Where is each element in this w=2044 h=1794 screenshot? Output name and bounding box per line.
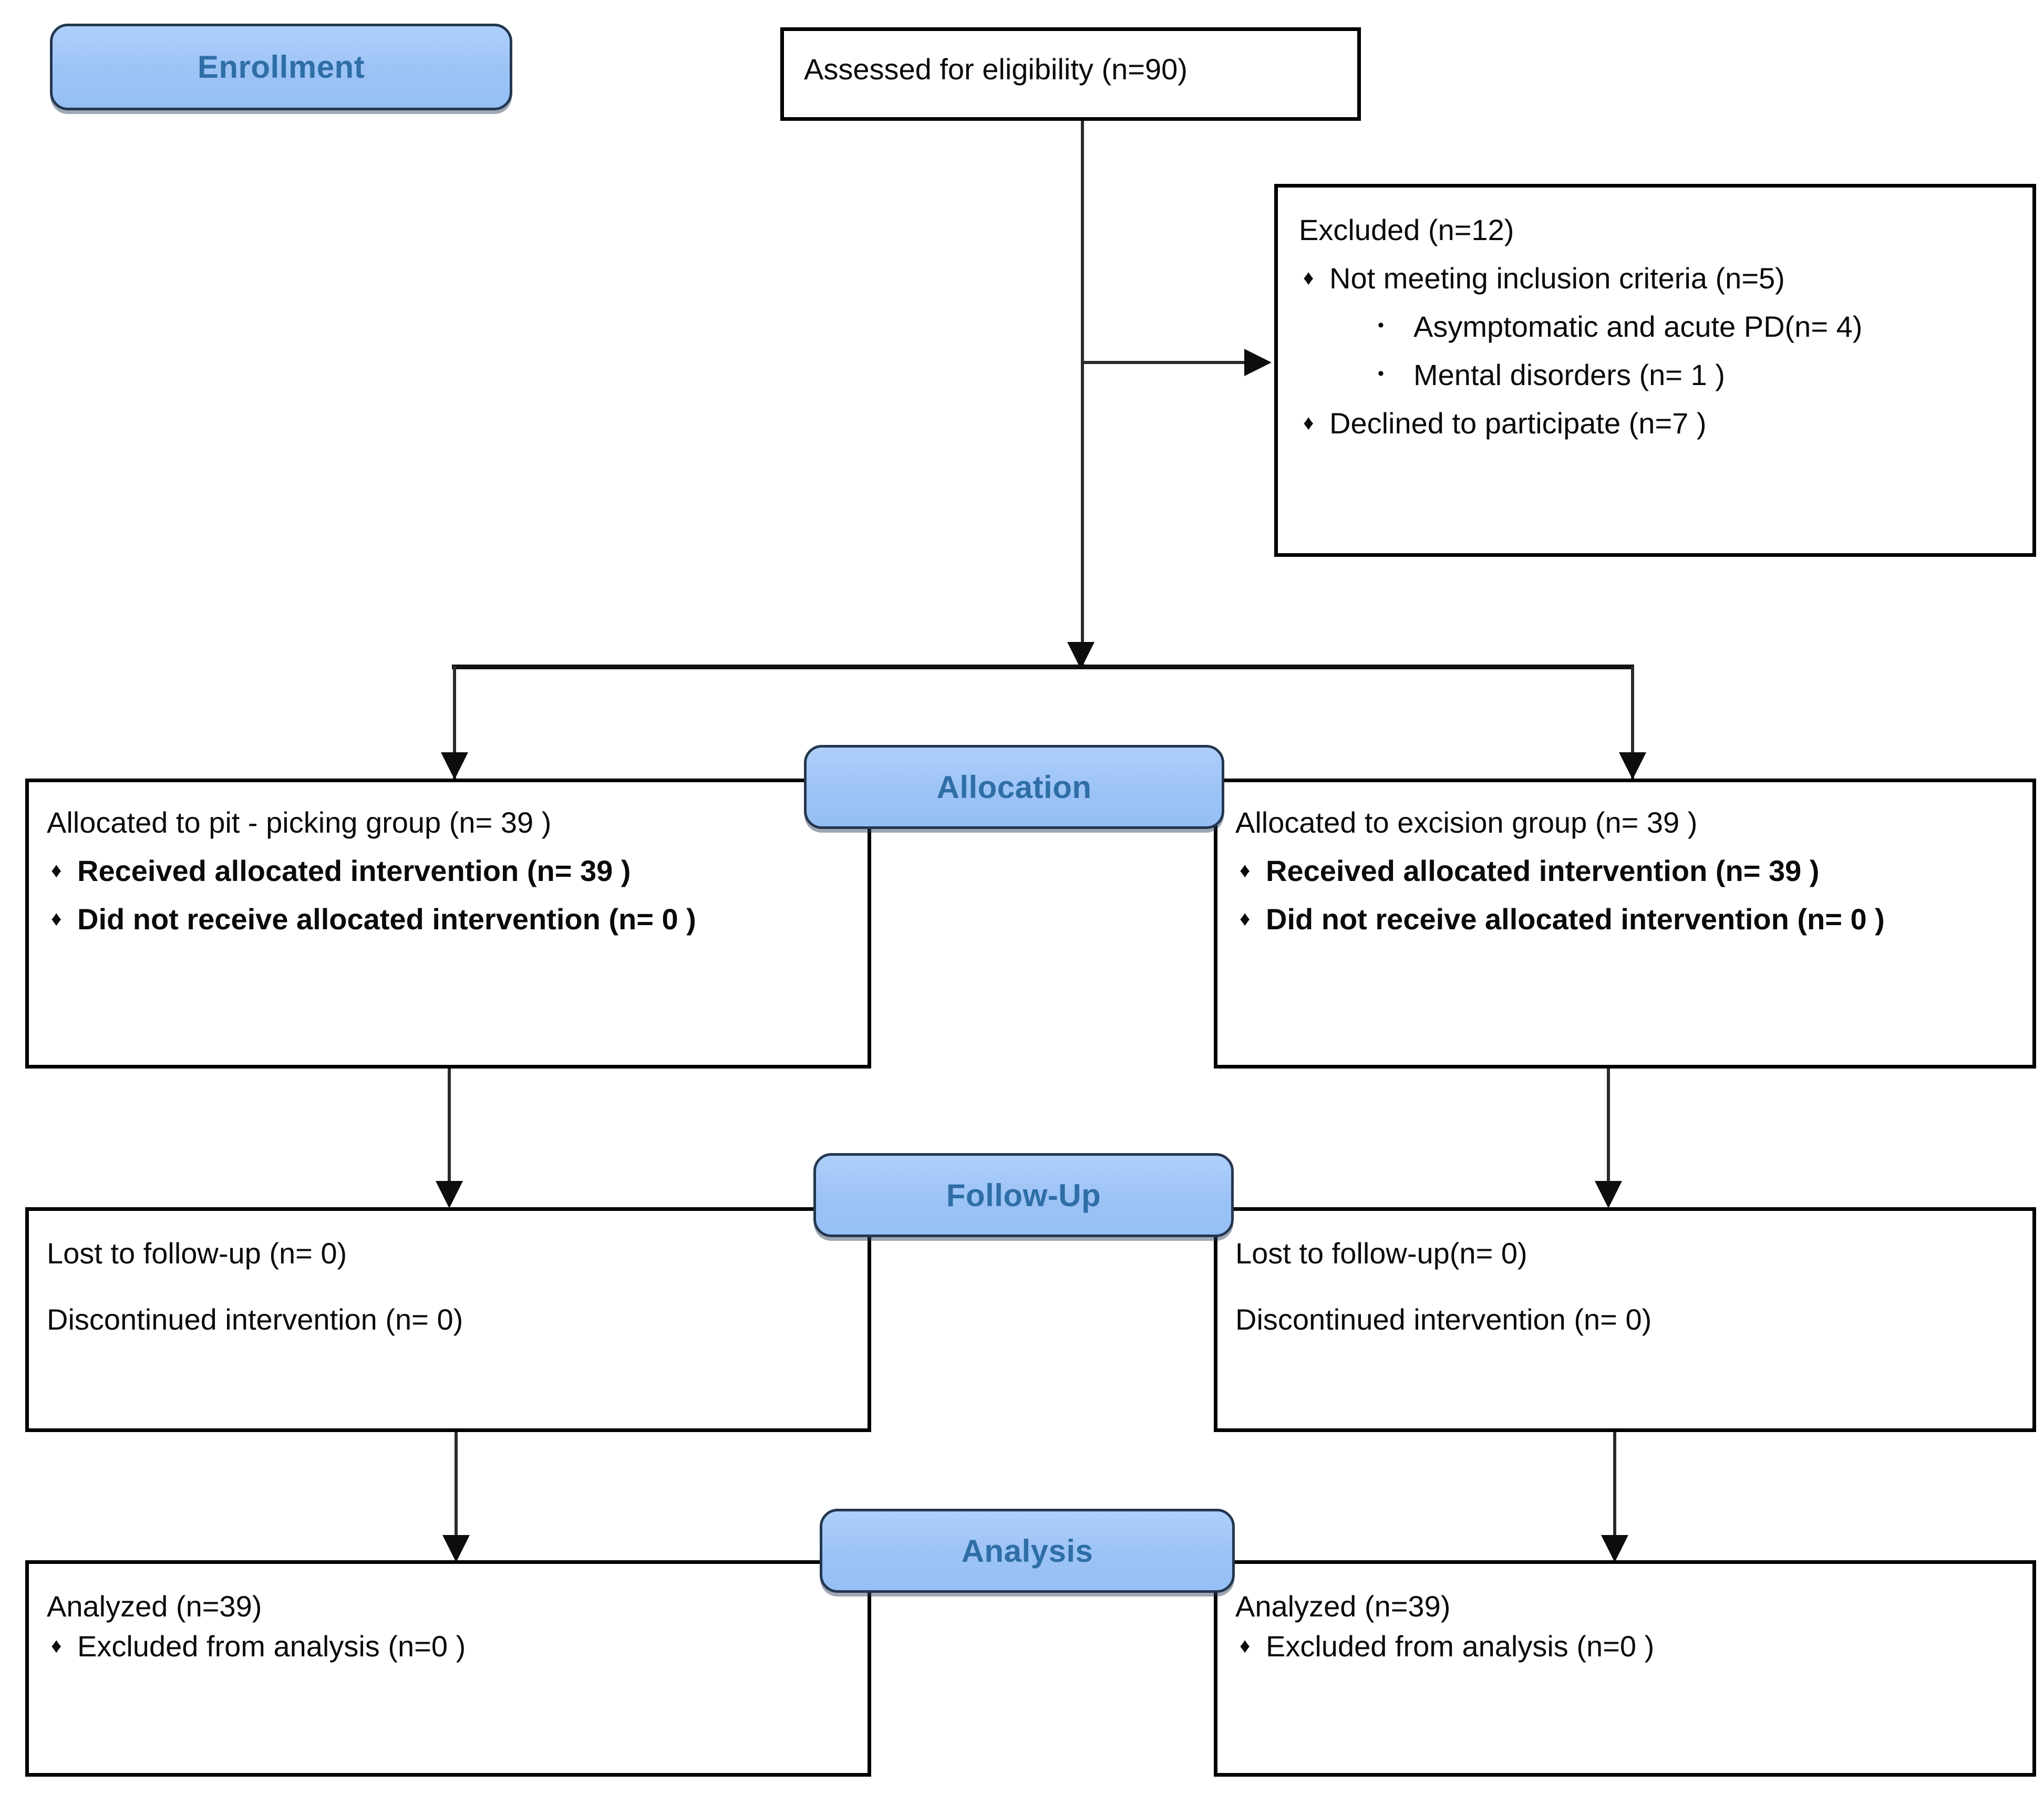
box-analysis-left: Analyzed (n=39) ♦ Excluded from analysis… [25,1560,871,1777]
arrowhead-into-right-analysis [1601,1535,1628,1562]
excluded-reason-label: Declined to participate (n=7 ) [1329,407,1707,440]
dot-bullet-icon: • [1378,315,1384,336]
stage-pill-allocation: Allocation [804,745,1224,829]
allocation-left-title: Allocated to pit - picking group (n= 39 … [47,806,552,839]
diamond-bullet-icon: ♦ [51,1634,62,1658]
diamond-bullet-icon: ♦ [1240,859,1251,883]
stage-pill-followup-label: Follow-Up [946,1177,1101,1213]
allocation-right-item-label: Received allocated intervention (n= 39 ) [1266,854,1820,888]
stage-pill-allocation-label: Allocation [936,769,1092,805]
followup-left-line1: Lost to follow-up (n= 0) [47,1237,347,1270]
assessed-title: Assessed for eligibility (n=90) [804,53,1188,86]
diamond-bullet-icon: ♦ [51,907,62,931]
list-item: • Asymptomatic and acute PD(n= 4) [1329,309,2019,344]
diamond-bullet-icon: ♦ [1240,907,1251,931]
excluded-sub-label: Asymptomatic and acute PD(n= 4) [1413,310,1863,344]
analysis-right-title: Analyzed (n=39) [1235,1590,1451,1623]
box-excluded: Excluded (n=12) ♦ Not meeting inclusion … [1274,184,2036,557]
list-item: ♦ Declined to participate (n=7 ) [1299,406,2019,441]
excluded-title: Excluded (n=12) [1299,213,1514,246]
list-item: ♦ Excluded from analysis (n=0 ) [1235,1629,2022,1664]
list-item: • Mental disorders (n= 1 ) [1329,358,2019,392]
analysis-left-item-label: Excluded from analysis (n=0 ) [77,1630,466,1663]
followup-right-line1: Lost to follow-up(n= 0) [1235,1237,1527,1270]
stage-pill-enrollment-label: Enrollment [197,49,365,85]
connector-assessed-to-split [1081,121,1084,668]
followup-left-line2: Discontinued intervention (n= 0) [47,1303,463,1336]
analysis-right-item-label: Excluded from analysis (n=0 ) [1266,1630,1655,1663]
list-item: ♦ Did not receive allocated intervention… [1235,902,2022,937]
list-item: ♦ Excluded from analysis (n=0 ) [47,1629,857,1664]
arrowhead-into-left-allocation [441,752,468,780]
connector-to-excluded [1081,361,1249,364]
analysis-left-list: ♦ Excluded from analysis (n=0 ) [47,1629,857,1664]
list-item: ♦ Did not receive allocated intervention… [47,902,857,937]
list-item: ♦ Received allocated intervention (n= 39… [1235,854,2022,888]
arrowhead-into-excluded [1244,349,1272,376]
excluded-sub-label: Mental disorders (n= 1 ) [1413,358,1725,392]
dot-bullet-icon: • [1378,364,1384,384]
arrowhead-into-right-allocation [1619,752,1646,780]
allocation-right-item-label: Did not receive allocated intervention (… [1266,903,1885,936]
arrowhead-into-left-followup [436,1181,463,1208]
box-allocation-left: Allocated to pit - picking group (n= 39 … [25,779,871,1069]
box-analysis-right: Analyzed (n=39) ♦ Excluded from analysis… [1214,1560,2036,1777]
analysis-left-title: Analyzed (n=39) [47,1590,262,1623]
stage-pill-analysis-label: Analysis [961,1533,1093,1569]
box-assessed-for-eligibility: Assessed for eligibility (n=90) [780,27,1361,121]
diamond-bullet-icon: ♦ [1240,1634,1251,1658]
analysis-right-list: ♦ Excluded from analysis (n=0 ) [1235,1629,2022,1664]
stage-pill-analysis: Analysis [820,1509,1235,1593]
excluded-sub-list: • Asymptomatic and acute PD(n= 4) • Ment… [1329,309,2019,392]
diamond-bullet-icon: ♦ [51,859,62,883]
list-item: ♦ Not meeting inclusion criteria (n=5) •… [1299,261,2019,392]
allocation-split-bar [452,665,1634,669]
arrowhead-into-right-followup [1595,1181,1622,1208]
excluded-reason-label: Not meeting inclusion criteria (n=5) [1329,262,1785,295]
connector-split-to-right-allocation [1631,666,1634,779]
box-followup-left: Lost to follow-up (n= 0) Discontinued in… [25,1207,871,1432]
connector-right-followup-to-analysis [1613,1432,1616,1538]
allocation-right-list: ♦ Received allocated intervention (n= 39… [1235,854,2022,937]
allocation-left-item-label: Did not receive allocated intervention (… [77,903,696,936]
excluded-reason-list: ♦ Not meeting inclusion criteria (n=5) •… [1299,261,2019,441]
diamond-bullet-icon: ♦ [1303,266,1314,290]
arrowhead-into-left-analysis [442,1535,470,1562]
allocation-left-item-label: Received allocated intervention (n= 39 ) [77,854,631,888]
diamond-bullet-icon: ♦ [1303,411,1314,435]
allocation-left-list: ♦ Received allocated intervention (n= 39… [47,854,857,937]
connector-left-allocation-to-followup [448,1069,451,1183]
connector-split-to-left-allocation [453,666,456,779]
followup-right-line2: Discontinued intervention (n= 0) [1235,1303,1652,1336]
stage-pill-followup: Follow-Up [813,1153,1234,1237]
allocation-right-title: Allocated to excision group (n= 39 ) [1235,806,1698,839]
list-item: ♦ Received allocated intervention (n= 39… [47,854,857,888]
stage-pill-enrollment: Enrollment [50,24,512,110]
box-allocation-right: Allocated to excision group (n= 39 ) ♦ R… [1214,779,2036,1069]
arrowhead-into-split [1067,642,1095,669]
box-followup-right: Lost to follow-up(n= 0) Discontinued int… [1214,1207,2036,1432]
connector-left-followup-to-analysis [455,1432,458,1538]
connector-right-allocation-to-followup [1607,1069,1610,1183]
